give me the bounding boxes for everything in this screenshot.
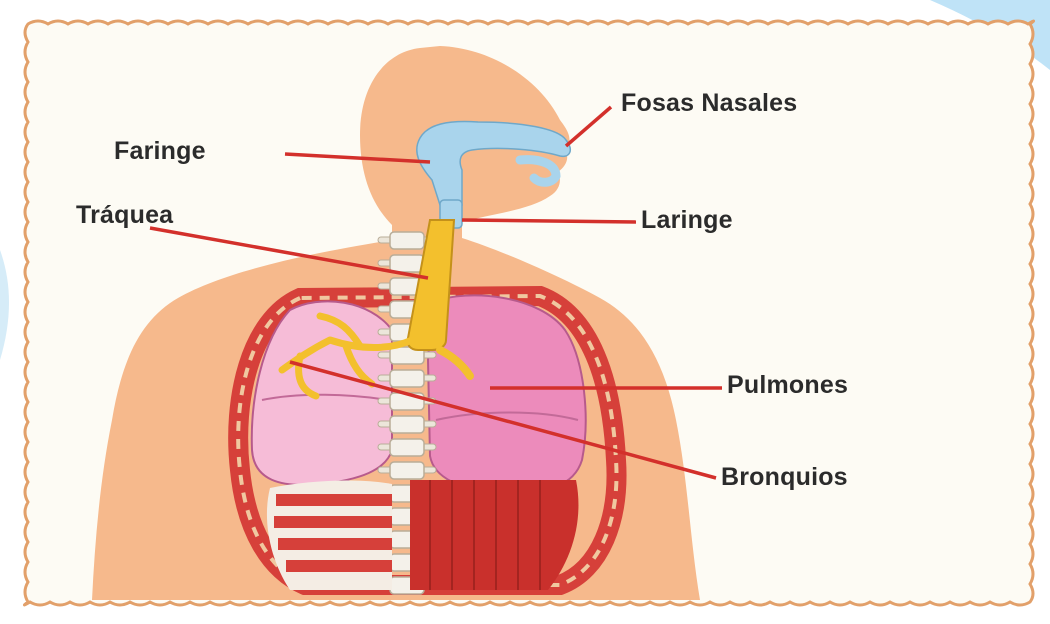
vertebra <box>390 370 424 387</box>
vertebra <box>390 462 424 479</box>
lower-ribs <box>267 481 392 590</box>
vertebra <box>390 232 424 249</box>
label-bronquios: Bronquios <box>721 463 848 492</box>
label-faringe: Faringe <box>114 137 206 166</box>
corner-accent-left <box>0 250 9 360</box>
vertebra <box>390 255 424 272</box>
leader-line-laringe <box>462 220 636 222</box>
label-pulmones: Pulmones <box>727 371 848 400</box>
vertebra <box>390 416 424 433</box>
right-lung <box>428 295 586 492</box>
vertebra <box>390 439 424 456</box>
label-fosas-nasales: Fosas Nasales <box>621 89 797 118</box>
diaphragm <box>410 480 578 590</box>
label-laringe: Laringe <box>641 206 733 235</box>
label-traquea: Tráquea <box>76 201 173 230</box>
